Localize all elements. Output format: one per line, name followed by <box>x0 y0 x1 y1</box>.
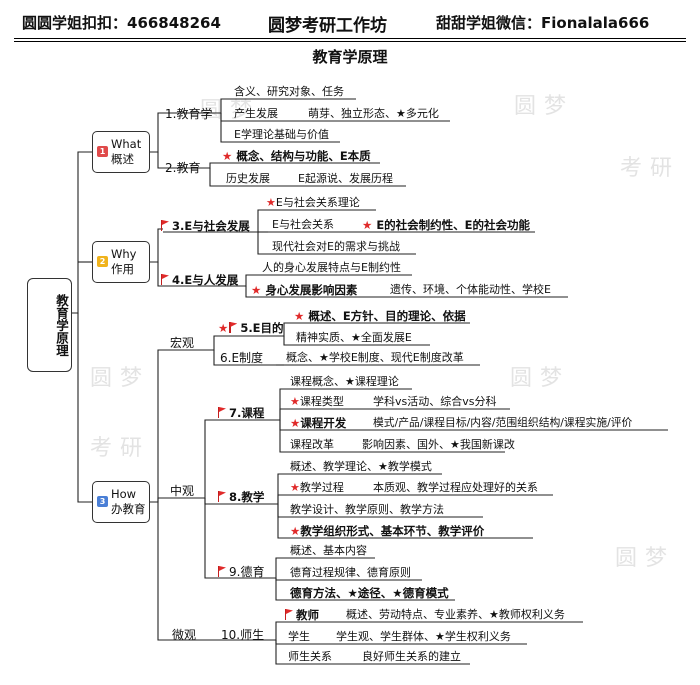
node-moral-education: 9.德育 <box>217 565 264 579</box>
node-key-point: 教师 <box>284 608 319 622</box>
node-education-person: 4.E与人发展 <box>160 273 238 287</box>
node-macro: 宏观 <box>170 336 195 350</box>
node-leaf: E与社会关系 <box>272 218 334 231</box>
node-leaf: 本质观、教学过程应处理好的关系 <box>373 481 538 494</box>
node-education-society: 3.E与社会发展 <box>160 219 250 233</box>
badge-number: 2 <box>97 256 108 267</box>
header-center-title: 圆梦考研工作坊 <box>268 16 387 36</box>
node-leaf: 影响因素、国外、★我国新课改 <box>362 438 515 451</box>
node-education-science: 1.教育学 <box>165 107 213 121</box>
header-divider-top <box>14 38 686 39</box>
node-key-point: ★ 概述、E方针、目的理论、依据 <box>294 309 466 323</box>
branch-why-label: Why 作用 <box>111 247 137 276</box>
watermark: 考研 <box>90 436 151 461</box>
star-icon: ★ <box>251 283 262 297</box>
node-key-point: 德育方法、★途径、★德育模式 <box>290 586 449 600</box>
node-leaf: 概念、★学校E制度、现代E制度改革 <box>286 351 464 364</box>
node-education: 2.教育 <box>165 161 201 175</box>
node-leaf: ★E与社会关系理论 <box>266 196 360 209</box>
watermark: 考研 <box>620 156 681 181</box>
branch-how: 3 How 办教育 <box>92 481 150 523</box>
node-leaf: 含义、研究对象、任务 <box>234 85 344 98</box>
node-key-point: ★ 身心发展影响因素 <box>251 283 358 297</box>
node-leaf: 萌芽、独立形态、★多元化 <box>308 107 439 120</box>
branch-what: 1 What 概述 <box>92 131 150 173</box>
node-leaf: 良好师生关系的建立 <box>362 650 461 663</box>
node-leaf: 概述、劳动特点、专业素养、★教师权利义务 <box>346 608 565 621</box>
node-leaf: 师生关系 <box>288 650 332 663</box>
page-title: 教育学原理 <box>312 48 388 66</box>
flag-icon <box>217 566 226 577</box>
badge-number: 1 <box>97 146 108 157</box>
node-education-aim: ★5.E目的 <box>218 321 284 335</box>
node-leaf: ★课程类型 <box>290 395 344 408</box>
node-key-point: ★ E的社会制约性、E的社会功能 <box>362 218 531 232</box>
node-leaf: 课程改革 <box>290 438 334 451</box>
node-leaf: 学科vs活动、综合vs分科 <box>373 395 497 408</box>
node-teacher-student: 10.师生 <box>221 628 265 642</box>
node-leaf: E起源说、发展历程 <box>298 172 393 185</box>
flag-icon <box>284 609 293 620</box>
star-icon: ★ <box>290 395 300 408</box>
node-meso: 中观 <box>170 484 195 498</box>
node-education-system: 6.E制度 <box>220 351 264 365</box>
header-bar: 圆圆学姐扣扣：466848264 圆梦考研工作坊 甜甜学姐微信：Fionalal… <box>0 0 700 38</box>
header-left-contact: 圆圆学姐扣扣：466848264 <box>22 14 221 32</box>
node-leaf: 学生观、学生群体、★学生权利义务 <box>336 630 511 643</box>
watermark: 圆梦 <box>615 546 676 571</box>
flag-icon <box>160 220 169 231</box>
flag-icon <box>160 274 169 285</box>
node-leaf: 遗传、环境、个体能动性、学校E <box>390 283 551 296</box>
star-icon: ★ <box>362 218 373 232</box>
star-icon: ★ <box>218 321 229 335</box>
node-key-point: ★课程开发 <box>290 416 347 430</box>
node-micro: 微观 <box>172 628 197 642</box>
node-leaf: 德育过程规律、德育原则 <box>290 566 411 579</box>
node-leaf: 学生 <box>288 630 310 643</box>
flag-icon <box>217 407 226 418</box>
branch-what-label: What 概述 <box>111 137 142 166</box>
node-curriculum: 7.课程 <box>217 406 264 420</box>
node-leaf: E学理论基础与价值 <box>234 128 329 141</box>
node-leaf: 历史发展 <box>226 172 270 185</box>
watermark: 圆梦 <box>514 94 575 119</box>
node-leaf: 现代社会对E的需求与挑战 <box>272 240 400 253</box>
star-icon: ★ <box>294 309 305 323</box>
node-leaf: 概述、教学理论、★教学模式 <box>290 460 432 473</box>
node-leaf: 教学设计、教学原则、教学方法 <box>290 503 444 516</box>
badge-number: 3 <box>97 496 108 507</box>
node-leaf: ★教学过程 <box>290 481 344 494</box>
node-leaf: 产生发展 <box>234 107 278 120</box>
node-leaf: 人的身心发展特点与E制约性 <box>262 261 401 274</box>
watermark: 圆梦 <box>90 366 151 391</box>
node-leaf: 概述、基本内容 <box>290 544 367 557</box>
node-teaching: 8.教学 <box>217 490 264 504</box>
node-key-point: ★ 概念、结构与功能、E本质 <box>222 149 371 163</box>
star-icon: ★ <box>290 524 301 538</box>
watermark: 圆梦 <box>510 366 571 391</box>
star-icon: ★ <box>290 416 301 430</box>
branch-how-label: How 办教育 <box>111 487 146 516</box>
node-key-point: ★教学组织形式、基本环节、教学评价 <box>290 524 485 538</box>
node-leaf: 精神实质、★全面发展E <box>296 331 412 344</box>
flag-icon <box>217 491 226 502</box>
header-right-contact: 甜甜学姐微信：Fionalala666 <box>436 14 650 32</box>
star-icon: ★ <box>290 481 300 494</box>
node-leaf: 模式/产品/课程目标/内容/范围组织结构/课程实施/评价 <box>373 416 633 429</box>
node-leaf: 课程概念、★课程理论 <box>290 375 399 388</box>
flag-icon <box>228 322 237 333</box>
branch-why: 2 Why 作用 <box>92 241 150 283</box>
star-icon: ★ <box>266 196 276 209</box>
root-node: 教育学原理 <box>27 278 72 372</box>
star-icon: ★ <box>222 149 233 163</box>
watermark: 圆梦 <box>200 98 261 123</box>
header-divider-bottom <box>14 41 686 42</box>
root-label: 教育学原理 <box>54 293 69 357</box>
